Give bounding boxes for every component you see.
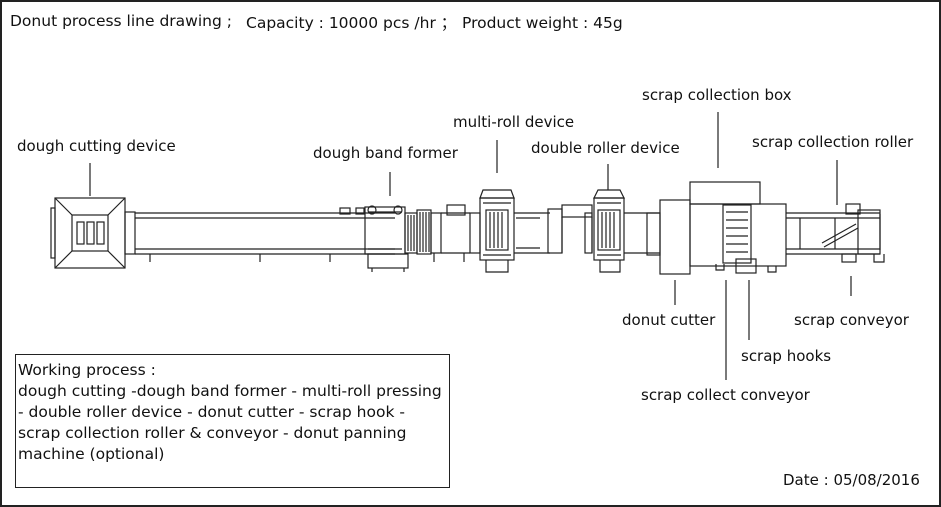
- label-dough-band-former: dough band former: [313, 144, 458, 162]
- multi-roll-device-shape: [469, 189, 550, 273]
- drawing-title: Donut process line drawing ;: [10, 12, 232, 30]
- scrap-collection-box-shape: [689, 181, 787, 274]
- label-scrap-collect-conveyor: scrap collect conveyor: [641, 386, 810, 404]
- capacity-text: Capacity : 10000 pcs /hr ；: [246, 14, 457, 32]
- working-process-line: scrap collection roller & conveyor - don…: [18, 424, 407, 442]
- working-process-heading: Working process :: [18, 361, 156, 379]
- working-process-line: - double roller device - donut cutter - …: [18, 403, 405, 421]
- label-scrap-conveyor: scrap conveyor: [794, 311, 909, 329]
- scrap-collection-roller-shape: [786, 203, 885, 263]
- label-multi-roll-device: multi-roll device: [453, 113, 575, 131]
- dough-cutting-device-shape: [50, 197, 136, 269]
- label-scrap-hooks: scrap hooks: [741, 347, 832, 365]
- working-process-line: machine (optional): [18, 445, 165, 463]
- label-scrap-collection-roller: scrap collection roller: [752, 133, 914, 151]
- label-donut-cutter: donut cutter: [622, 311, 716, 329]
- dough-band-former-shape: [364, 204, 470, 272]
- main-conveyor-shape: [135, 207, 395, 262]
- double-roller-device-shape: [547, 189, 660, 273]
- label-double-roller-device: double roller device: [531, 139, 680, 157]
- working-process-box: Working process : dough cutting -dough b…: [15, 354, 450, 488]
- working-process-line: dough cutting -dough band former - multi…: [18, 382, 442, 400]
- drawing-date: Date : 05/08/2016: [783, 471, 920, 489]
- leader-lines: [89, 112, 852, 380]
- product-weight-text: Product weight : 45g: [462, 14, 623, 32]
- label-dough-cutting-device: dough cutting device: [17, 137, 176, 155]
- label-scrap-collection-box: scrap collection box: [642, 86, 792, 104]
- donut-cutter-shape: [646, 199, 691, 275]
